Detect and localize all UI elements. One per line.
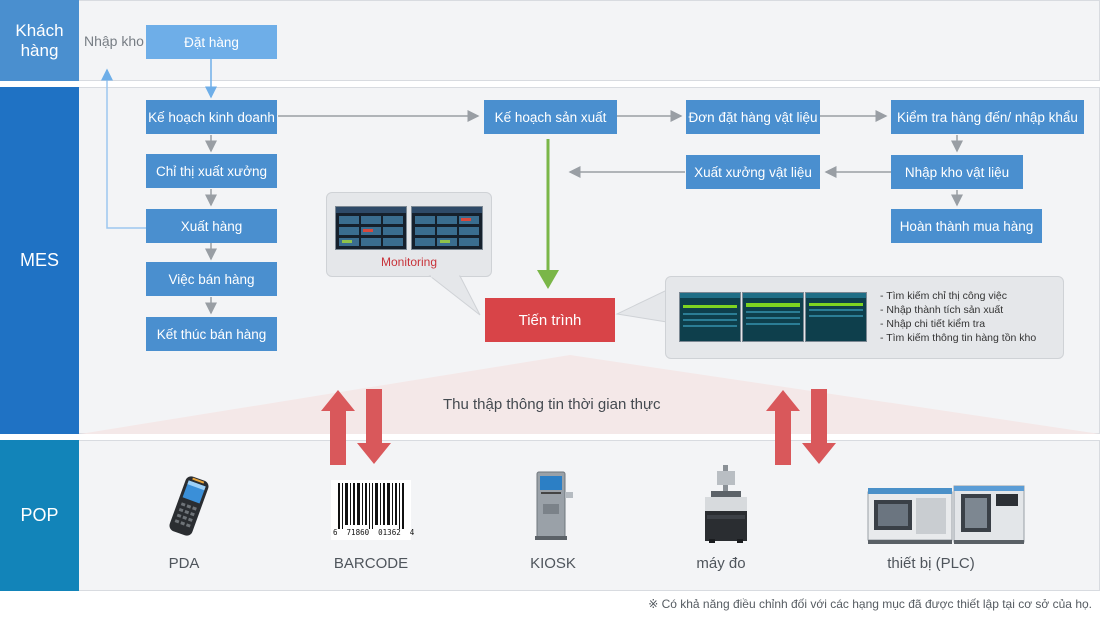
barcode-icon [331, 480, 411, 540]
process-bubble-tail [615, 289, 668, 323]
barcode-digits: 6 71860 01362 4 [333, 528, 415, 537]
process-feature-list: - Tìm kiếm chỉ thị công việc - Nhập thàn… [880, 289, 1036, 345]
process-screen-1 [679, 292, 741, 342]
sales-end-box[interactable]: Kết thúc bán hàng [146, 317, 277, 351]
process-feature-1: - Tìm kiếm chỉ thị công việc [880, 290, 1008, 302]
shipping-order-box[interactable]: Chỉ thị xuất xưởng [146, 154, 277, 188]
kiosk-label: KIOSK [530, 555, 576, 572]
inspection-import-box[interactable]: Kiểm tra hàng đến/ nhập khẩu [891, 100, 1084, 134]
customer-lane-label-line2: hàng [20, 40, 59, 60]
process-feature-3: - Nhập chi tiết kiểm tra [880, 318, 986, 330]
process-feature-2: - Nhập thành tích sản xuất [880, 304, 1004, 316]
process-feature-4: - Tìm kiếm thông tin hàng tồn kho [880, 332, 1037, 344]
monitoring-screen-2 [411, 206, 483, 250]
shipment-box[interactable]: Xuất hàng [146, 209, 277, 243]
monitoring-screen-1 [335, 206, 407, 250]
realtime-collection-label: Thu thập thông tin thời gian thực [443, 396, 661, 413]
pda-label: PDA [168, 555, 200, 572]
mes-lane-label: MES [0, 87, 79, 434]
measuring-machine-icon [705, 465, 747, 543]
process-box[interactable]: Tiến trình [485, 298, 615, 342]
kiosk-icon [535, 471, 573, 540]
stock-in-label: Nhập kho [84, 33, 144, 49]
material-order-box[interactable]: Đơn đặt hàng vật liệu [686, 100, 820, 134]
process-screen-2 [742, 292, 804, 342]
pda-icon [169, 476, 209, 536]
material-release-box[interactable]: Xuất xưởng vật liệu [686, 155, 820, 189]
plc-equipment-label: thiết bị (PLC) [887, 555, 975, 572]
footnote: ※ Có khả năng điều chỉnh đối với các hạn… [648, 597, 1092, 611]
pop-lane-label: POP [0, 440, 79, 591]
monitoring-bubble-tail [428, 275, 481, 316]
process-screen-3 [805, 292, 867, 342]
customer-lane-label-line1: Khách [15, 20, 64, 40]
order-box[interactable]: Đặt hàng [146, 25, 277, 59]
barcode-label: BARCODE [333, 555, 409, 572]
customer-lane-label: Khách hàng [0, 0, 79, 81]
purchase-complete-box[interactable]: Hoàn thành mua hàng [891, 209, 1042, 243]
plc-equipment-icon [867, 485, 1025, 544]
sync-arrows-left [321, 389, 391, 465]
business-plan-box[interactable]: Kế hoạch kinh doanh [146, 100, 277, 134]
material-stock-in-box[interactable]: Nhập kho vật liệu [891, 155, 1023, 189]
measuring-machine-label: máy đo [696, 555, 746, 572]
monitoring-label: Monitoring [380, 255, 438, 269]
sales-box[interactable]: Việc bán hàng [146, 262, 277, 296]
sync-arrows-right [766, 389, 836, 465]
production-plan-box[interactable]: Kế hoạch sản xuất [484, 100, 617, 134]
